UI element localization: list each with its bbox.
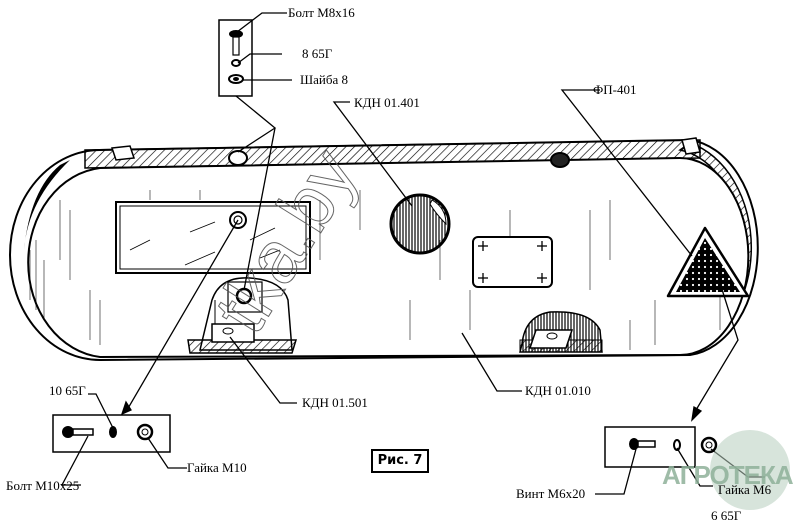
label-nut-m10: Гайка М10 [187,460,247,475]
top-clip-left [110,145,136,161]
triangle-reflector [666,226,750,298]
label-kdn-01-010: КДН 01.010 [525,383,591,398]
leader-lines [60,12,765,495]
bolt-m8-icon [229,30,243,38]
detail-box-top [218,19,253,97]
label-kdn-01-501: КДН 01.501 [302,395,368,410]
detail-box-right [604,426,718,468]
rear-lens-panel [115,201,311,274]
watermark-logo-circle [710,430,790,510]
watermark-logo-text: АГРОТЕКА [662,460,794,490]
mount-cutout-right [519,311,603,353]
spring-washer-10-icon [109,426,117,438]
figure-caption: Рис. 7 [371,449,429,473]
round-lamp [389,193,451,255]
label-fp-401: ФП-401 [593,82,637,97]
label-screw-m6x20: Винт М6х20 [516,486,586,501]
housing-back-shell [9,138,759,362]
label-spring-washer-6: 6 65Г [711,508,742,523]
label-washer-8: Шайба 8 [300,72,348,87]
top-bolt-right [550,152,570,168]
label-kdn-01-401: КДН 01.401 [354,95,420,110]
nut-m10-icon [136,423,154,441]
detail-box-left [52,414,171,453]
label-bolt-m8x16: Болт М8х16 [288,5,355,20]
plate-lens [472,236,553,288]
top-clip-right [681,137,701,155]
label-spring-washer-8: 8 65Г [302,46,333,61]
spring-washer-6-icon [673,439,681,451]
label-bolt-m10x25: Болт М10х25 [6,478,80,493]
spring-washer-8-icon [231,59,241,67]
label-nut-m6: Гайка М6 [718,482,772,497]
label-spring-washer-10: 10 65Г [49,383,86,398]
mount-cutout-left [187,277,298,354]
bolt-m10-icon [62,426,74,438]
screw-m6-icon [629,438,639,450]
top-bolt-left [228,150,248,166]
nut-m6-icon [700,436,718,454]
